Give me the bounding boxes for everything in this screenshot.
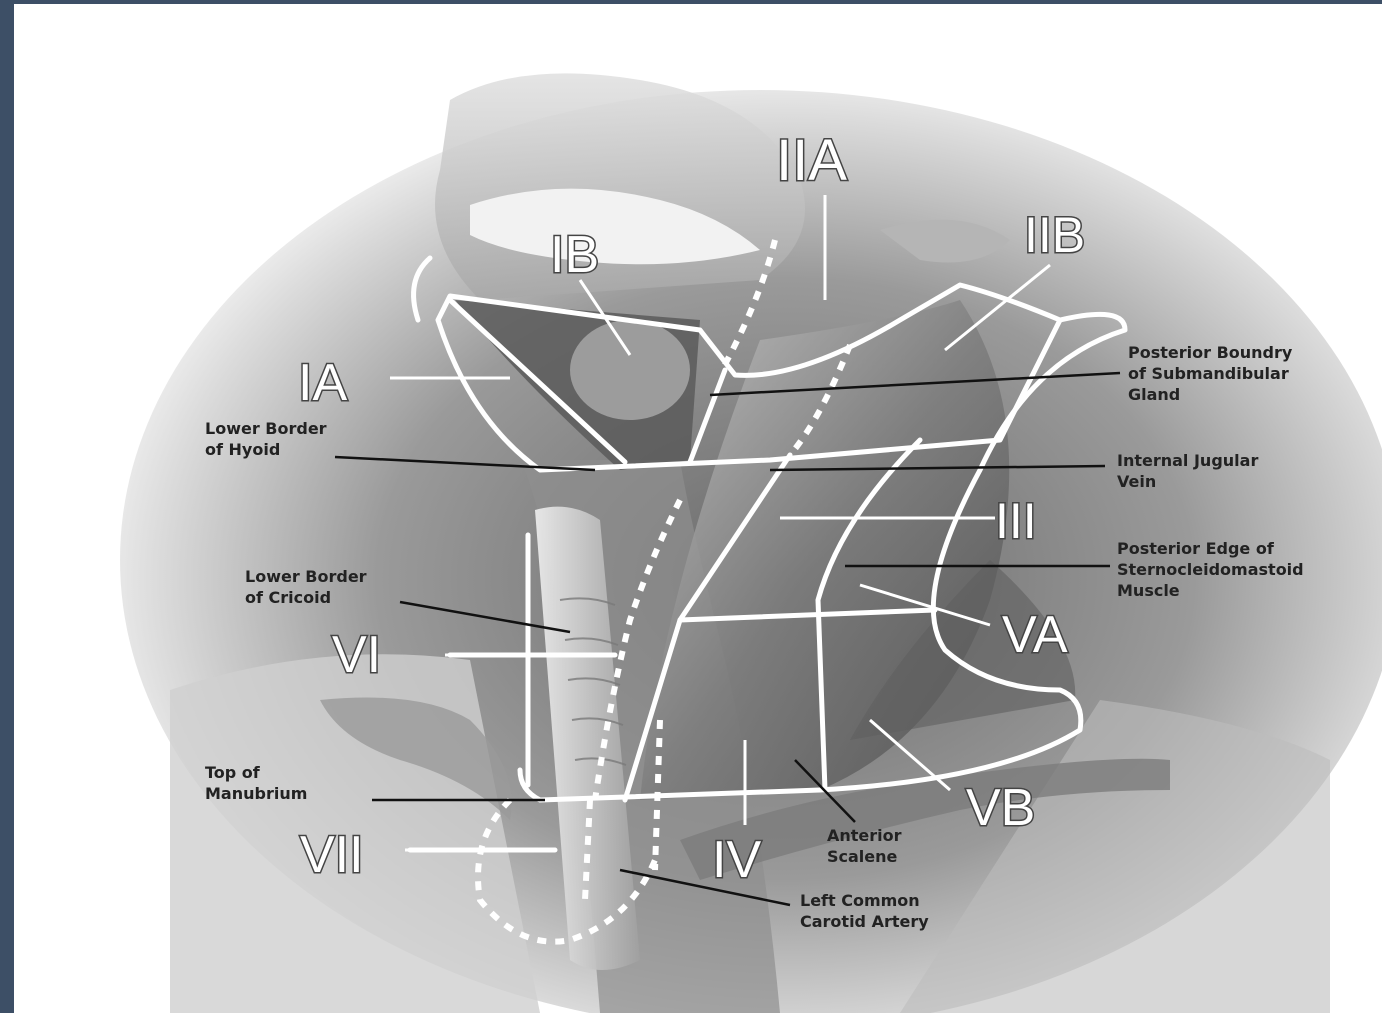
neck-lymph-node-levels-diagram: IIA IIB IB IA III VA VI VB VII IV Poster… [14, 4, 1382, 1013]
zone-label-III: III [995, 493, 1037, 549]
annotation-text: Internal Jugular [1117, 451, 1258, 470]
annotation-text: Manubrium [205, 784, 307, 803]
annotation-text: Posterior Boundry [1128, 343, 1293, 362]
annotation-text: Anterior [827, 826, 902, 845]
annotation-text: Scalene [827, 847, 898, 866]
annotation-text: Lower Border [205, 419, 327, 438]
annotation-text: Top of [205, 763, 261, 782]
annotation-text: Gland [1128, 385, 1180, 404]
diagram-frame: IIA IIB IB IA III VA VI VB VII IV Poster… [14, 4, 1382, 1013]
zone-label-VA: VA [1002, 606, 1068, 664]
annotation-text: of Hyoid [205, 440, 280, 459]
annotation-text: Left Common [800, 891, 920, 910]
zone-label-IIA: IIA [776, 128, 847, 193]
annotation-text: Muscle [1117, 581, 1180, 600]
zone-label-IV: IV [712, 831, 761, 889]
annotation-text: Carotid Artery [800, 912, 929, 931]
zone-label-VB: VB [966, 779, 1035, 837]
zone-label-IIB: IIB [1024, 207, 1085, 263]
annotation-text: of Cricoid [245, 588, 331, 607]
annotation-text: Posterior Edge of [1117, 539, 1275, 558]
zone-label-VI: VI [332, 626, 381, 684]
zone-label-VII: VII [300, 826, 364, 884]
annotation-text: Vein [1117, 472, 1156, 491]
zone-label-IB: IB [550, 226, 599, 284]
zone-label-IA: IA [298, 354, 347, 412]
annotation-text: of Submandibular [1128, 364, 1289, 383]
annotation-text: Sternocleidomastoid [1117, 560, 1304, 579]
annotation-text: Lower Border [245, 567, 367, 586]
frame-border-left [0, 0, 14, 1013]
